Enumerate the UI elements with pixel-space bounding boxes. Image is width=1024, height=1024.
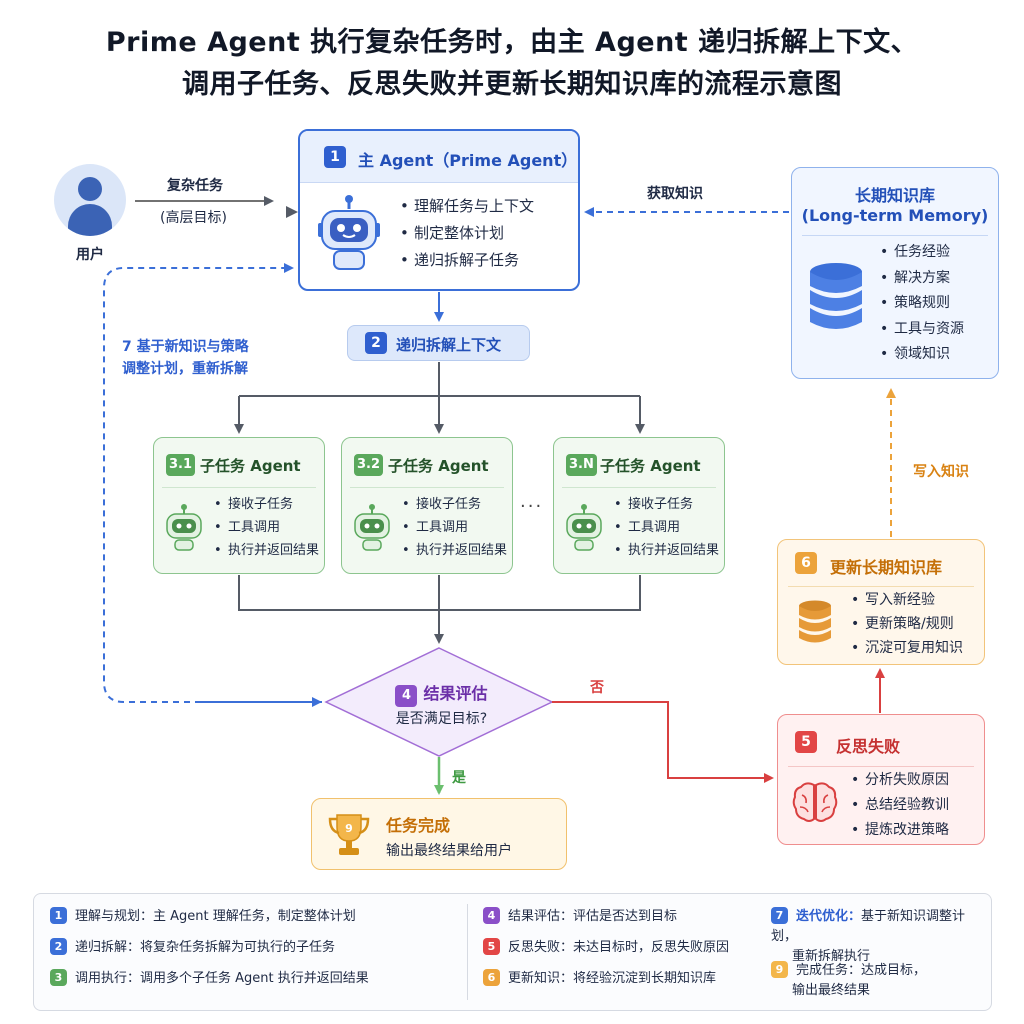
list-item: 分析失败原因 [851,768,949,793]
user-label: 用户 [76,247,104,263]
trophy-icon: 9 [327,811,371,861]
task-complete-title: 任务完成 [386,816,451,835]
list-item: 制定整体计划 [400,220,534,247]
arrow-user-head [286,206,298,218]
recursive-decompose-box: 2 递归拆解上下文 [347,325,530,361]
legend-panel [33,893,992,1011]
subtask-ellipsis: ··· [520,496,544,517]
subtask-step-number: 3.2 [354,454,384,476]
subtask-step-number: 3.N [566,454,597,476]
list-item: 接收子任务 [402,493,507,516]
task-complete-subtitle: 输出最终结果给用户 [386,843,512,859]
evaluate-step-number: 4 [395,685,418,707]
fetch-knowledge-label: 获取知识 [647,186,703,202]
evaluate-question: 是否满足目标? [395,711,488,727]
list-item: 理解任务与上下文 [400,193,534,220]
evaluate-title-text: 结果评估 [423,684,488,703]
list-item: 递归拆解子任务 [400,247,534,274]
update-list: 写入新经验 更新策略/规则 沉淀可复用知识 [851,588,963,660]
reflect-list: 分析失败原因 总结经验教训 提炼改进策略 [851,768,949,843]
yes-label: 是 [452,770,466,786]
database-icon [797,600,833,648]
list-item: 工具与资源 [880,317,964,343]
subtask-title: 子任务 Agent [388,457,489,475]
list-item: 提炼改进策略 [851,818,949,843]
user-arrow-label-1: 复杂任务 [167,178,223,194]
subtask-list: 接收子任务 工具调用 执行并返回结果 [402,493,507,562]
memory-title: 长期知识库 [854,186,935,205]
reflect-step-number: 5 [795,731,817,753]
update-step-number: 6 [795,552,817,574]
update-title: 更新长期知识库 [830,558,943,577]
loop-label-line2: 调整计划，重新拆解 [122,361,248,377]
list-item: 写入新经验 [851,588,963,612]
memory-list: 任务经验 解决方案 策略规则 工具与资源 领域知识 [880,240,964,368]
reflect-failure-box: 5 反思失败 分析失败原因 总结经验教训 提炼改进策略 [777,714,985,845]
memory-subtitle: (Long-term Memory) [801,206,989,225]
robot-icon [564,503,604,555]
subtask-title: 子任务 Agent [600,457,701,475]
list-item: 工具调用 [614,516,719,539]
write-knowledge-label: 写入知识 [913,464,969,480]
update-memory-box: 6 更新长期知识库 写入新经验 更新策略/规则 沉淀可复用知识 [777,539,985,665]
list-item: 更新策略/规则 [851,612,963,636]
list-item: 工具调用 [214,516,319,539]
recursive-step-number: 2 [365,332,387,354]
diagram-title-line1: Prime Agent 执行复杂任务时，由主 Agent 递归拆解上下文、 [105,27,919,58]
list-item: 沉淀可复用知识 [851,636,963,660]
arrow-recursive-split [239,362,640,397]
prime-agent-title: 主 Agent（Prime Agent） [358,151,578,170]
arrow-no-to-reflect [552,701,774,783]
list-item: 执行并返回结果 [614,539,719,562]
brain-icon [792,781,838,827]
legend-divider [467,904,468,1000]
prime-agent-step-number: 1 [324,146,346,168]
robot-icon [318,193,380,275]
robot-icon [164,503,204,555]
task-complete-box: 9 任务完成 输出最终结果给用户 [311,798,567,870]
subtask-agent-box-1: 3.1 子任务 Agent 接收子任务 工具调用 执行并返回结果 [153,437,325,574]
long-term-memory-box: 长期知识库 (Long-term Memory) 任务经验 解决方案 策略规则 … [791,167,999,379]
prime-agent-list: 理解任务与上下文 制定整体计划 递归拆解子任务 [400,193,534,274]
subtask-title: 子任务 Agent [200,457,301,475]
list-item: 策略规则 [880,291,964,317]
loop-label-line1: 7 基于新知识与策略 [122,339,249,355]
list-item: 工具调用 [402,516,507,539]
diagram-title-line2: 调用子任务、反思失败并更新长期知识库的流程示意图 [182,69,842,100]
arrow-subtasks-merge [238,575,641,611]
list-item: 执行并返回结果 [402,539,507,562]
evaluate-title: 4 结果评估 [354,680,529,707]
user-arrow-label-2: (高层目标) [160,210,227,226]
reflect-title: 反思失败 [836,737,901,756]
user-avatar-icon [54,164,126,236]
list-item: 任务经验 [880,240,964,266]
list-item: 领域知识 [880,342,964,368]
robot-icon [352,503,392,555]
subtask-list: 接收子任务 工具调用 执行并返回结果 [214,493,319,562]
list-item: 接收子任务 [614,493,719,516]
list-item: 总结经验教训 [851,793,949,818]
list-item: 接收子任务 [214,493,319,516]
subtask-step-number: 3.1 [166,454,196,476]
list-item: 解决方案 [880,266,964,292]
svg-text:9: 9 [345,822,353,835]
list-item: 执行并返回结果 [214,539,319,562]
subtask-agent-box-n: 3.N 子任务 Agent 接收子任务 工具调用 执行并返回结果 [553,437,725,574]
recursive-title: 递归拆解上下文 [396,336,502,354]
no-label: 否 [590,680,604,696]
prime-agent-box: 1 主 Agent（Prime Agent） 理解任务与上下文 制定整体计划 递… [298,129,580,291]
database-icon [808,262,864,336]
subtask-list: 接收子任务 工具调用 执行并返回结果 [614,493,719,562]
subtask-agent-box-2: 3.2 子任务 Agent 接收子任务 工具调用 执行并返回结果 [341,437,513,574]
evaluate-diamond [324,647,554,757]
